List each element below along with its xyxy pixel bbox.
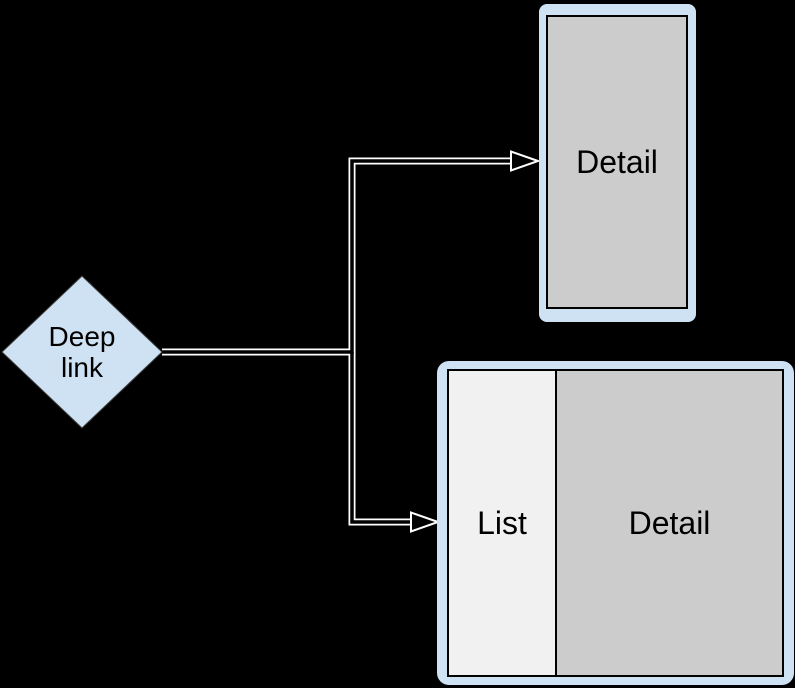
- deep-link-label-line2: link: [60, 352, 103, 383]
- landscape-detail-pane: Detail: [557, 371, 782, 675]
- deep-link-label-line1: Deep: [48, 321, 116, 352]
- landscape-split-container: List Detail: [447, 369, 784, 677]
- landscape-detail-label: Detail: [628, 504, 711, 541]
- connector-to-landscape-core: [350, 352, 414, 524]
- landscape-screen-frame: List Detail: [437, 361, 794, 685]
- connector-to-portrait-core: [162, 159, 513, 354]
- landscape-list-label: List: [477, 504, 527, 541]
- landscape-list-pane: List: [449, 371, 557, 675]
- arrowhead-to-portrait: [510, 150, 542, 172]
- portrait-screen-frame: Detail: [539, 4, 696, 322]
- portrait-detail-label: Detail: [576, 143, 658, 180]
- portrait-detail-pane: Detail: [546, 15, 688, 309]
- connector-to-portrait-casing: [162, 157, 513, 356]
- deep-link-label: Deep link: [2, 276, 162, 428]
- deep-link-node: [1, 275, 163, 429]
- connector-to-landscape-casing: [348, 352, 414, 526]
- arrowhead-to-landscape: [410, 511, 442, 533]
